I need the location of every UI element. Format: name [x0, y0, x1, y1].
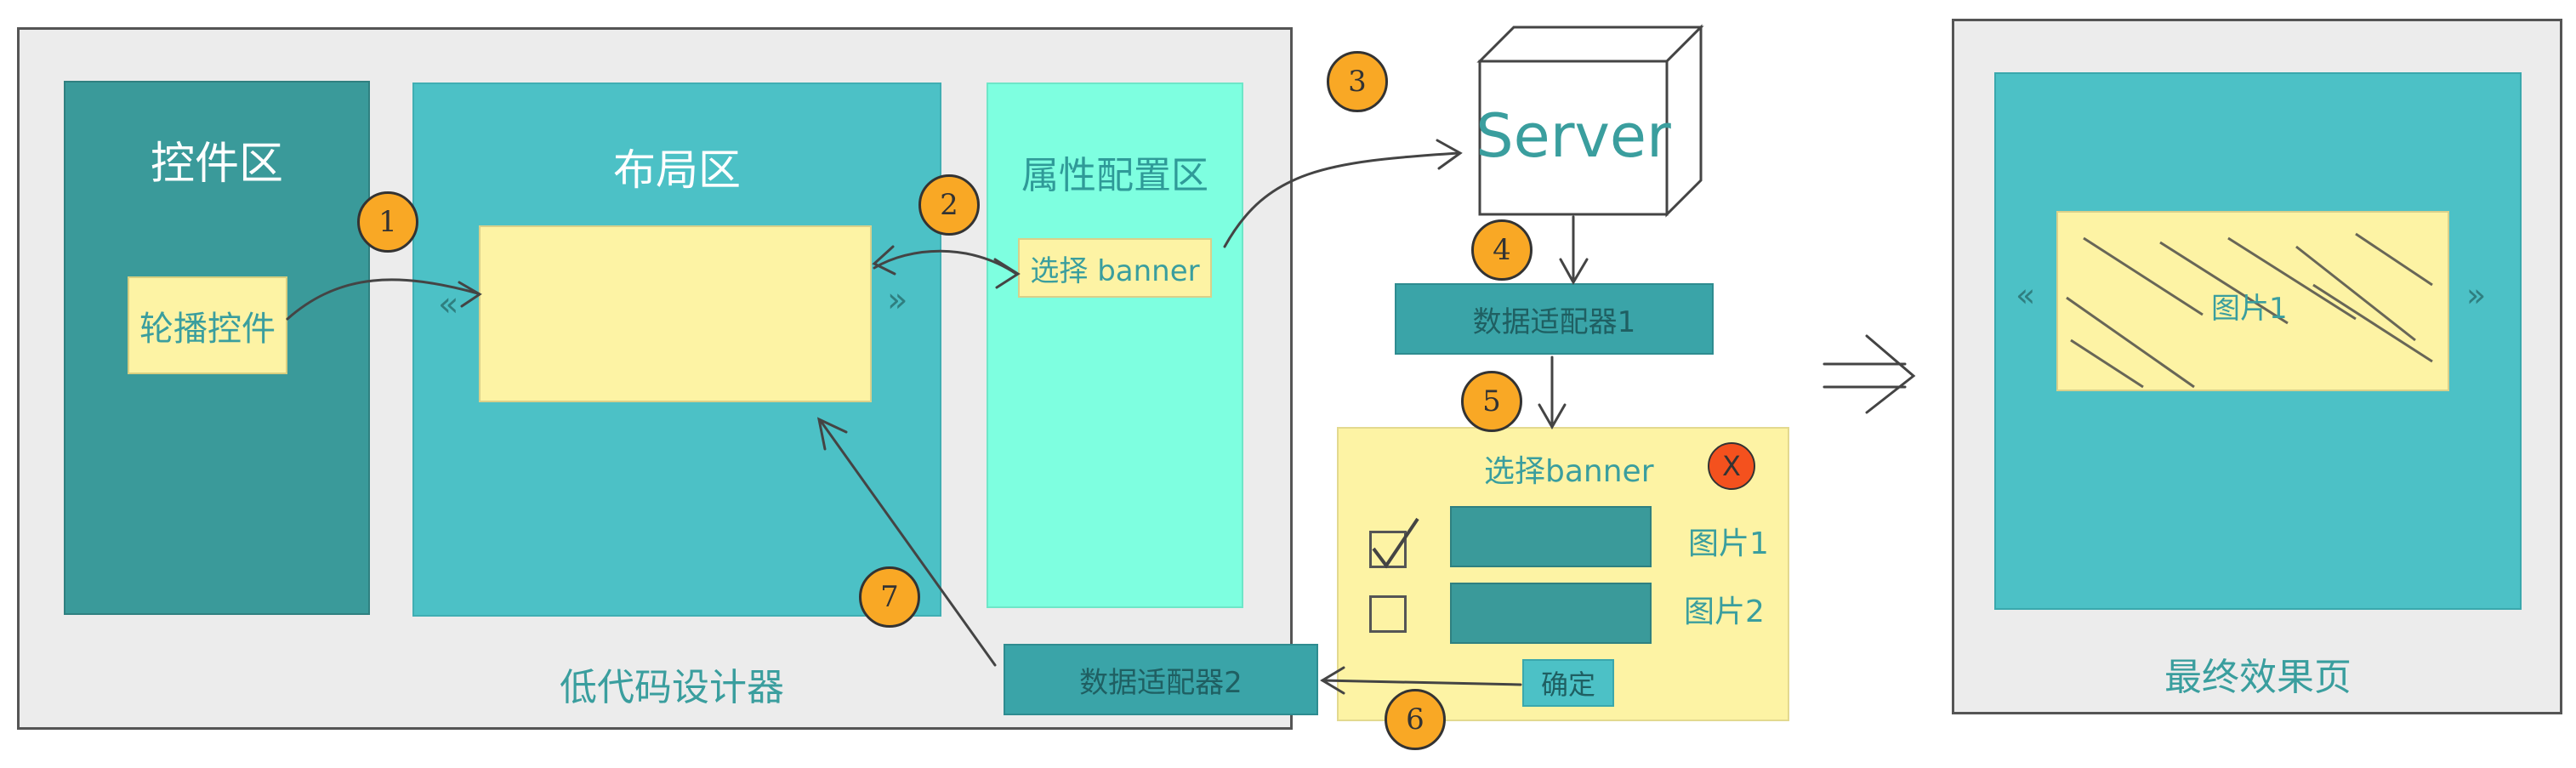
layout-chevron-left-icon: « — [438, 285, 459, 324]
layout-panel-heading: 布局区 — [613, 145, 741, 195]
close-icon-symbol: X — [1722, 450, 1741, 482]
step-badge-4: 4 — [1471, 219, 1533, 281]
image-1-label: 图片1 — [1688, 526, 1769, 561]
hatch-pattern-icon — [2066, 232, 2433, 389]
confirm-button[interactable]: 确定 — [1522, 659, 1614, 707]
confirm-button-label: 确定 — [1540, 668, 1595, 701]
data-adapter-1-label: 数据适配器1 — [1472, 304, 1636, 339]
image-2-label: 图片2 — [1684, 594, 1765, 629]
layout-chevron-right-icon: » — [887, 281, 908, 320]
thumbnail-image-2[interactable] — [1450, 583, 1652, 644]
step-badge-1: 1 — [357, 191, 418, 253]
data-adapter-2-label: 数据适配器2 — [1079, 665, 1243, 700]
carousel-control-label: 轮播控件 — [139, 309, 276, 349]
server-cube — [1476, 24, 1704, 218]
select-banner-label: 选择 banner — [1030, 253, 1200, 288]
step-badge-3: 3 — [1327, 51, 1388, 112]
props-panel — [987, 82, 1243, 608]
thumbnail-image-1[interactable] — [1450, 506, 1652, 567]
result-image: 图片1 — [2056, 211, 2449, 391]
step-badge-2: 2 — [918, 174, 980, 236]
result-chevron-left-icon[interactable]: « — [2016, 276, 2036, 314]
step-badge-5: 5 — [1461, 371, 1522, 432]
carousel-control[interactable]: 轮播控件 — [128, 276, 287, 374]
checkbox-image-2[interactable] — [1369, 595, 1407, 633]
result-chevron-right-icon[interactable]: » — [2466, 276, 2487, 314]
step-badge-7: 7 — [859, 566, 920, 628]
step-badge-6: 6 — [1385, 689, 1446, 750]
control-panel-heading: 控件区 — [150, 139, 283, 190]
check-mark-icon — [1372, 517, 1419, 569]
banner-placeholder[interactable] — [479, 225, 872, 402]
data-adapter-2: 数据适配器2 — [1004, 644, 1318, 715]
server-label: Server — [1476, 101, 1671, 171]
result-image-label: 图片1 — [2211, 292, 2288, 326]
props-panel-heading: 属性配置区 — [1021, 154, 1208, 197]
close-icon[interactable]: X — [1708, 442, 1755, 490]
banner-picker-title: 选择banner — [1484, 454, 1654, 489]
designer-caption: 低代码设计器 — [560, 666, 784, 709]
result-caption: 最终效果页 — [2164, 656, 2351, 699]
select-banner-field[interactable]: 选择 banner — [1018, 238, 1212, 298]
big-arrow — [1823, 334, 1916, 414]
data-adapter-1: 数据适配器1 — [1395, 283, 1714, 355]
